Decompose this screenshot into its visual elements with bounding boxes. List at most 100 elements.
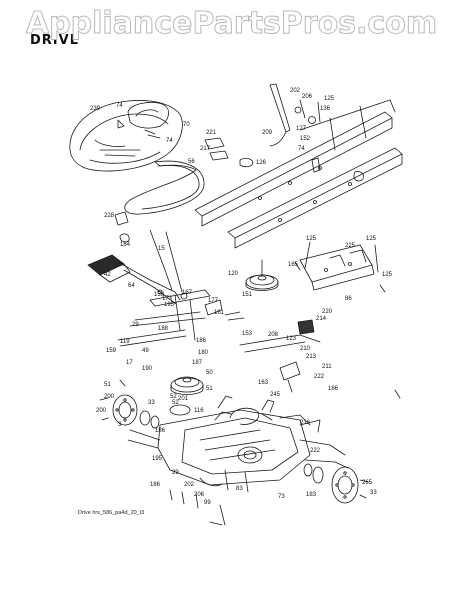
label-127: 127	[296, 126, 307, 132]
label-222-b: 222	[310, 448, 321, 454]
label-123: 123	[286, 336, 297, 342]
diagram-footer-code: Drive hrs_586_pa4d_20_t3	[78, 510, 145, 516]
label-186-b: 186	[155, 428, 166, 434]
section-title: DRIVE	[30, 33, 80, 48]
label-163: 163	[258, 380, 269, 386]
label-214: 214	[316, 316, 327, 322]
label-159-b: 159	[106, 348, 117, 354]
label-3: 3	[118, 422, 122, 428]
bolts-202	[169, 489, 199, 509]
label-210: 210	[300, 346, 311, 352]
label-186-c: 186	[150, 482, 161, 488]
label-125-d: 125	[382, 272, 393, 278]
tractor-frame	[194, 99, 403, 249]
drive-belt	[124, 160, 205, 215]
bracket-221	[204, 137, 229, 161]
label-74-c: 74	[298, 146, 305, 152]
label-195: 195	[164, 302, 175, 308]
label-180: 180	[198, 350, 209, 356]
label-15: 15	[158, 246, 165, 252]
label-190: 190	[142, 366, 153, 372]
washers	[119, 379, 401, 399]
knob-214	[297, 319, 315, 335]
label-177: 177	[208, 298, 219, 304]
label-64: 64	[128, 283, 135, 289]
label-220: 220	[322, 309, 333, 315]
label-152: 152	[300, 136, 311, 142]
label-165: 165	[288, 262, 299, 268]
label-173: 173	[162, 296, 173, 302]
label-51-b: 51	[104, 382, 111, 388]
label-228: 228	[104, 213, 115, 219]
label-29-b: 29	[172, 470, 179, 476]
left-wheel-hub	[99, 394, 160, 429]
bracket-245	[279, 361, 301, 393]
label-265: 265	[362, 480, 373, 486]
label-201: 201	[178, 396, 189, 402]
bracket-220	[294, 241, 386, 293]
label-116: 116	[194, 408, 204, 414]
label-184: 184	[120, 242, 131, 248]
part-number-labels: 239 74 70 74 221 217 56 126 202 206 125 …	[90, 88, 393, 506]
label-239: 239	[90, 106, 101, 112]
label-49: 49	[142, 348, 149, 354]
label-51-a: 51	[206, 386, 213, 392]
label-209: 209	[262, 130, 273, 136]
bushing-126	[239, 157, 254, 168]
label-216: 216	[300, 420, 311, 426]
label-200-a: 200	[104, 394, 115, 400]
label-125-c: 125	[366, 236, 377, 242]
label-187: 187	[192, 360, 203, 366]
label-195-b: 195	[152, 456, 163, 462]
pedal-linkage	[117, 289, 245, 347]
label-202-b: 202	[184, 482, 195, 488]
label-202: 202	[290, 88, 301, 94]
label-206-b: 206	[194, 492, 205, 498]
label-74-a: 74	[116, 103, 123, 109]
label-86: 86	[345, 296, 352, 302]
idler-pulley	[245, 259, 279, 291]
label-33-b: 33	[370, 490, 377, 496]
label-17: 17	[126, 360, 133, 366]
label-206: 206	[302, 94, 313, 100]
label-222-a: 222	[314, 374, 325, 380]
label-136: 136	[320, 106, 331, 112]
watermark-text: AppliancePartsPros.com	[25, 6, 438, 42]
label-188: 188	[158, 326, 169, 332]
label-52-b: 52	[172, 400, 179, 406]
label-213: 213	[306, 354, 317, 360]
label-29-a: 29	[132, 322, 139, 328]
shift-rod-99	[209, 504, 226, 526]
label-183: 183	[306, 492, 317, 498]
label-126: 126	[256, 160, 267, 166]
label-74-b: 74	[166, 138, 173, 144]
label-245: 245	[270, 392, 281, 398]
label-56: 56	[188, 159, 195, 165]
label-33-a: 33	[148, 400, 155, 406]
label-73: 73	[278, 494, 285, 500]
label-186-a: 186	[196, 338, 207, 344]
label-83: 83	[236, 486, 243, 492]
label-151: 151	[242, 292, 253, 298]
label-120: 120	[228, 271, 239, 277]
label-50: 50	[206, 370, 213, 376]
label-166: 166	[328, 386, 339, 392]
label-208: 208	[268, 332, 279, 338]
label-217: 217	[200, 146, 211, 152]
label-225: 225	[345, 243, 356, 249]
label-159-a: 159	[154, 292, 165, 298]
clutch-rod	[149, 229, 183, 293]
right-wheel-hub	[303, 463, 369, 504]
fender-assembly	[69, 100, 183, 172]
transaxle	[127, 395, 349, 493]
label-167: 167	[182, 290, 193, 296]
label-99: 99	[204, 500, 211, 506]
label-119: 119	[120, 339, 130, 345]
transaxle-pulley	[169, 376, 204, 416]
label-70: 70	[183, 122, 190, 128]
label-211: 211	[322, 364, 332, 370]
label-52-a: 52	[170, 394, 177, 400]
label-161: 161	[214, 310, 225, 316]
